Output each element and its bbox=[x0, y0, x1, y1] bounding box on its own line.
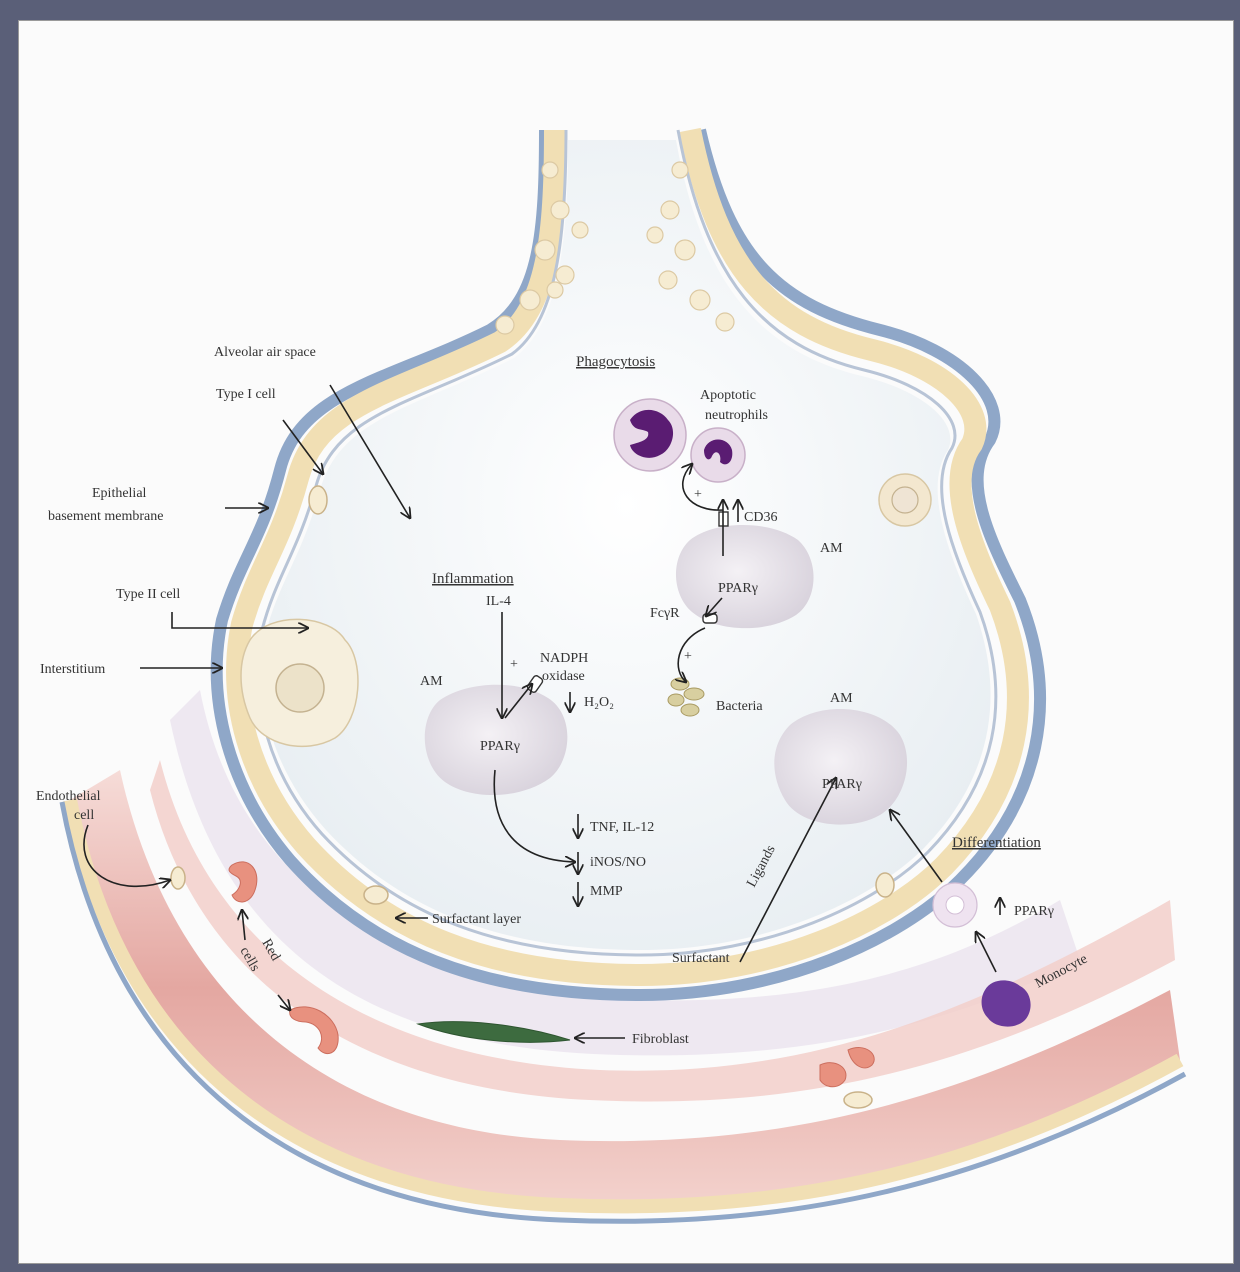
label-apoptotic-1: Apoptotic bbox=[700, 388, 756, 403]
label-epithelial-1: Epithelial bbox=[92, 486, 147, 501]
label-am-top: AM bbox=[820, 541, 843, 556]
type-ii-cell bbox=[241, 619, 358, 746]
label-plus-2: + bbox=[694, 487, 702, 502]
label-mmp: MMP bbox=[590, 884, 623, 899]
label-fibroblast: Fibroblast bbox=[632, 1032, 689, 1047]
label-inos: iNOS/NO bbox=[590, 855, 646, 870]
label-plus-3: + bbox=[684, 649, 692, 664]
label-endothelial-2: cell bbox=[74, 808, 94, 823]
label-plus-1: + bbox=[510, 657, 518, 672]
label-h2o2: H₂O₂ bbox=[584, 695, 614, 710]
label-endothelial-1: Endothelial bbox=[36, 789, 101, 804]
heading-phagocytosis: Phagocytosis bbox=[576, 354, 655, 370]
label-interstitium: Interstitium bbox=[40, 662, 105, 677]
label-cd36: CD36 bbox=[744, 510, 777, 525]
heading-inflammation: Inflammation bbox=[432, 571, 514, 587]
am-top-cell bbox=[676, 525, 814, 628]
fcyr-receptor bbox=[703, 614, 717, 623]
label-am-left: AM bbox=[420, 674, 443, 689]
differentiating-cell-core bbox=[946, 896, 964, 914]
label-ppar-top: PPARγ bbox=[718, 581, 758, 596]
label-il4: IL-4 bbox=[486, 594, 511, 609]
label-alveolar-air-space: Alveolar air space bbox=[214, 345, 316, 360]
label-type-i-cell: Type I cell bbox=[216, 387, 276, 402]
label-bacteria: Bacteria bbox=[716, 699, 763, 714]
label-am-right: AM bbox=[830, 691, 853, 706]
label-type-ii-cell: Type II cell bbox=[116, 587, 180, 602]
label-surfactant-layer: Surfactant layer bbox=[432, 912, 521, 927]
label-nadph-2: oxidase bbox=[542, 669, 585, 684]
label-apoptotic-2: neutrophils bbox=[705, 408, 768, 423]
label-ppar-left: PPARγ bbox=[480, 739, 520, 754]
label-ppar-right: PPARγ bbox=[822, 777, 862, 792]
label-nadph-1: NADPH bbox=[540, 651, 588, 666]
label-epithelial-2: basement membrane bbox=[48, 509, 163, 524]
wall-cell-right bbox=[879, 474, 931, 526]
label-tnf: TNF, IL-12 bbox=[590, 820, 654, 835]
heading-differentiation: Differentiation bbox=[952, 835, 1041, 851]
label-surfactant: Surfactant bbox=[672, 951, 730, 966]
label-ppar-diff: PPARγ bbox=[1014, 904, 1054, 919]
am-right-cell bbox=[774, 709, 907, 825]
label-fcyr: FcγR bbox=[650, 606, 680, 621]
